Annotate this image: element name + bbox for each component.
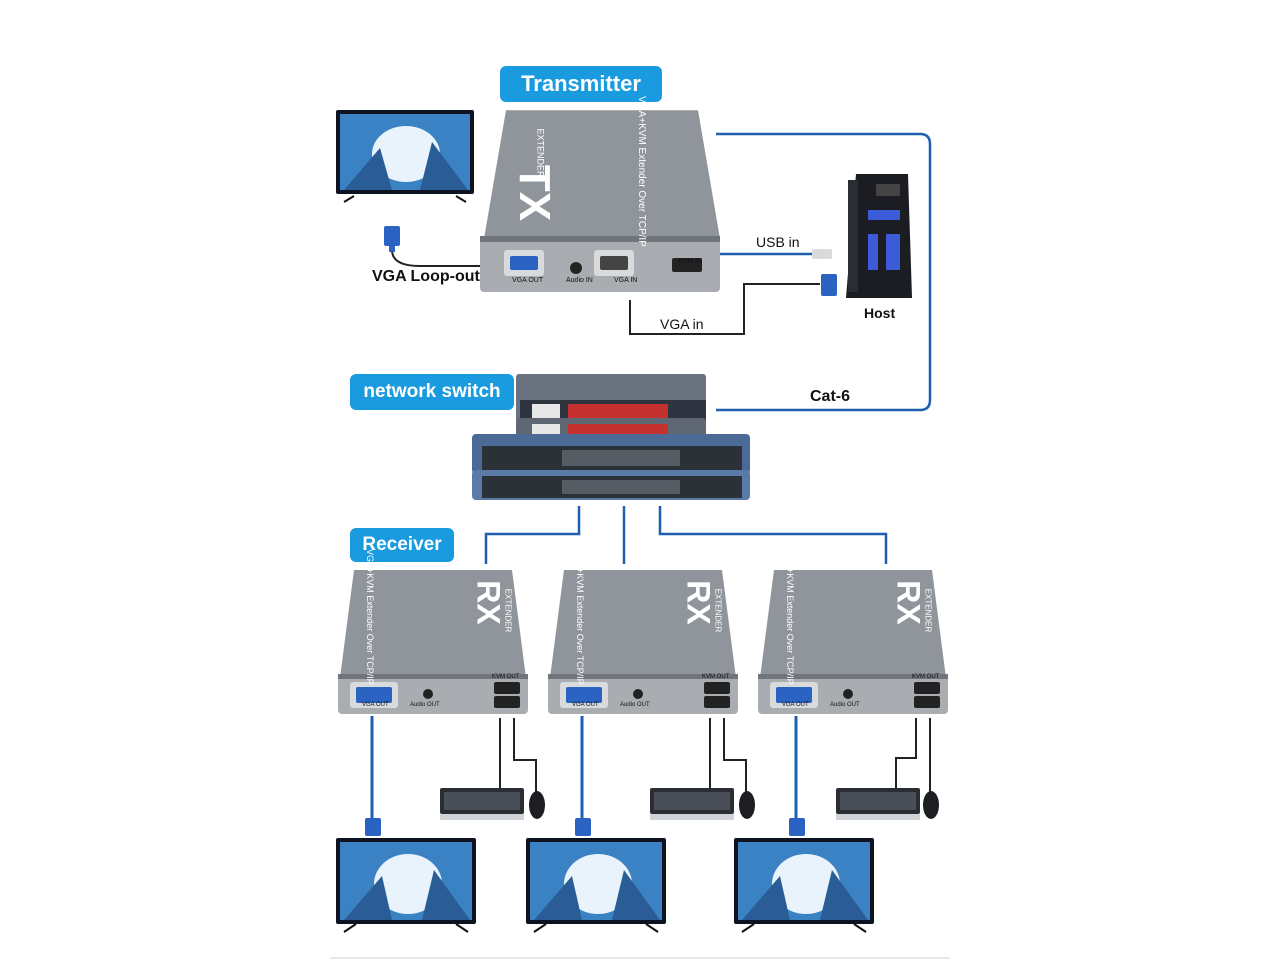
monitor-icon [526, 838, 666, 933]
vga-loop-out-label: VGA Loop-out [372, 268, 480, 285]
keyboard-icon [440, 788, 524, 820]
receiver-body [758, 570, 948, 714]
vga-plug-icon [789, 818, 805, 836]
rx-port-kvm-out: KVM OUT [912, 674, 940, 680]
tx-model: VGA+KVM Extender Over TCP/IP [635, 96, 647, 247]
rx-badge: RX [680, 580, 717, 625]
rx-port-audio-out: Audio OUT [620, 702, 650, 708]
rx-port-vga-out: VGA OUT [782, 702, 809, 708]
cat6-label: Cat-6 [810, 388, 851, 405]
rx-badge-sub: EXTENDER [713, 588, 723, 633]
vga-in-label: VGA in [660, 316, 704, 332]
vga-plug-icon [575, 818, 591, 836]
transmitter-device [480, 110, 720, 292]
rx-port-audio-out: Audio OUT [410, 702, 440, 708]
keyboard-icon [650, 788, 734, 820]
rx-badge: RX [890, 580, 927, 625]
switch-rx3-cable [658, 506, 888, 564]
vga-in-cable [629, 283, 820, 335]
rx-badge-sub: EXTENDER [503, 588, 513, 633]
cat6-cable [716, 132, 932, 412]
loop-out-vga-plug [384, 226, 400, 252]
network-switch [472, 374, 750, 500]
tx-port-vga-out: VGA OUT [512, 277, 544, 284]
rx-badge: RX [470, 580, 507, 625]
vga-loopout-cable [391, 249, 492, 267]
rx-model: VGA+KVM Extender Over TCP/IP [785, 549, 795, 685]
network-switch-label: network switch [350, 374, 514, 410]
switch-rx1-cable [484, 506, 581, 564]
rx-port-audio-out: Audio OUT [830, 702, 860, 708]
rx1-mouse-cable [513, 718, 537, 792]
rx-port-kvm-out: KVM OUT [492, 674, 520, 680]
transmitter-label: Transmitter [500, 66, 662, 102]
rx3-kb-cable [895, 718, 917, 790]
usb-plug [812, 249, 832, 259]
mouse-icon [529, 791, 545, 819]
mouse-icon [739, 791, 755, 819]
receiver-body [548, 570, 738, 714]
keyboard-icon [836, 788, 920, 820]
rx2-mouse-cable [723, 718, 747, 792]
usb-in-label: USB in [756, 234, 800, 250]
monitor-icon [336, 838, 476, 933]
receiver-label: Receiver [350, 528, 454, 562]
receiver-body [338, 570, 528, 714]
monitor-icon [734, 838, 874, 933]
tx-badge: TX [510, 164, 560, 222]
tx-badge-sub: EXTENDER [535, 128, 546, 178]
rx-port-vga-out: VGA OUT [572, 702, 599, 708]
host-pc [846, 174, 912, 298]
host-label: Host [864, 305, 896, 321]
tx-port-vga-in: VGA IN [614, 277, 638, 284]
host-vga-plug [821, 274, 837, 296]
tx-port-kvm-in: KVM IN [678, 258, 703, 265]
mouse-icon [923, 791, 939, 819]
rx-model: VGA+KVM Extender Over TCP/IP [575, 549, 585, 685]
rx-model: VGA+KVM Extender Over TCP/IP [365, 549, 375, 685]
tx-port-audio-in: Audio IN [566, 277, 593, 284]
vga-plug-icon [365, 818, 381, 836]
loop-out-monitor [336, 110, 474, 203]
rx-badge-sub: EXTENDER [923, 588, 933, 633]
rx-port-kvm-out: KVM OUT [702, 674, 730, 680]
rx-port-vga-out: VGA OUT [362, 702, 389, 708]
